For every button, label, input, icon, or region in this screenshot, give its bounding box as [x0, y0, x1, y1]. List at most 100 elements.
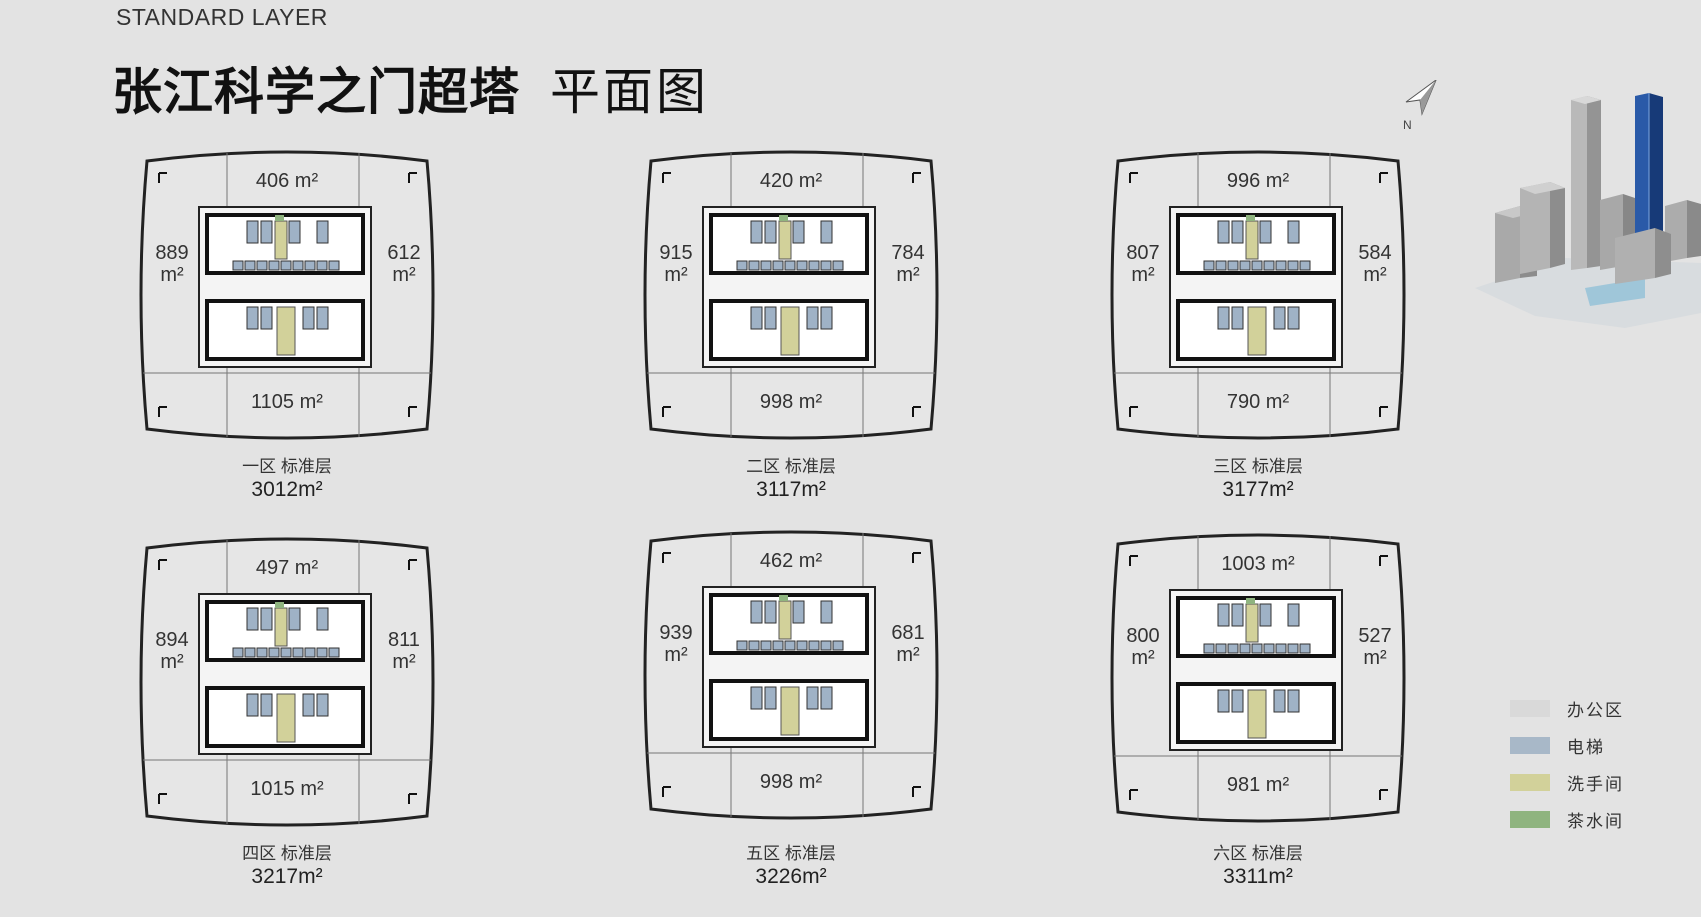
- zone-total-area: 3217m²: [251, 865, 323, 888]
- area-left-value: 915: [659, 242, 693, 264]
- area-right-unit: m²: [1363, 264, 1387, 286]
- area-top: 1003 m²: [1221, 553, 1295, 575]
- zone-total-area: 3177m²: [1222, 478, 1294, 501]
- elevator: [832, 260, 844, 271]
- elevator: [1217, 306, 1230, 330]
- restroom: [1245, 603, 1259, 643]
- legend-item: 洗手间: [1510, 764, 1624, 801]
- elevator: [820, 600, 833, 624]
- area-left-value: 939: [659, 622, 693, 644]
- elevator: [1287, 260, 1299, 271]
- column-mark: [158, 793, 167, 804]
- elevator: [244, 647, 256, 658]
- elevator: [1215, 260, 1227, 271]
- elevator: [268, 260, 280, 271]
- column-mark: [912, 172, 921, 183]
- elevator: [246, 607, 259, 631]
- page-title: 张江科学之门超塔平面图: [112, 52, 709, 124]
- legend-swatch: [1510, 811, 1550, 828]
- area-top: 420 m²: [759, 170, 823, 192]
- elevator: [748, 260, 760, 271]
- elevator: [292, 260, 304, 271]
- elevator: [316, 306, 329, 330]
- elevator: [246, 220, 259, 244]
- elevator: [316, 260, 328, 271]
- column-mark: [408, 793, 417, 804]
- area-right-unit: m²: [896, 264, 920, 286]
- floor-plan-drawing: [139, 150, 435, 440]
- area-right-value: 681: [891, 622, 925, 644]
- elevator: [256, 260, 268, 271]
- elevator: [244, 260, 256, 271]
- zone-total-area: 3012m²: [251, 478, 323, 501]
- elevator: [1251, 643, 1263, 654]
- column-mark: [1129, 789, 1138, 800]
- column-mark: [1129, 406, 1138, 417]
- legend-item: 电梯: [1510, 727, 1624, 764]
- area-top: 497 m²: [255, 557, 319, 579]
- floor-plan-drawing: [1110, 150, 1406, 440]
- legend-label: 茶水间: [1567, 812, 1624, 831]
- area-left-unit: m²: [160, 651, 184, 673]
- area-left-value: 894: [155, 629, 189, 651]
- area-left-unit: m²: [1131, 264, 1155, 286]
- north-label: N: [1403, 118, 1412, 132]
- elevator: [328, 647, 340, 658]
- elevator: [750, 220, 763, 244]
- area-right-unit: m²: [1363, 647, 1387, 669]
- column-mark: [912, 552, 921, 563]
- elevator: [1287, 643, 1299, 654]
- pantry: [779, 215, 788, 221]
- legend-label: 电梯: [1567, 738, 1605, 757]
- elevator: [1263, 260, 1275, 271]
- zone-label: 四区 标准层: [242, 844, 332, 863]
- elevator: [288, 220, 301, 244]
- elevator: [280, 647, 292, 658]
- elevator: [832, 640, 844, 651]
- legend-label: 洗手间: [1567, 775, 1624, 794]
- column-mark: [158, 559, 167, 570]
- elevator: [750, 686, 763, 710]
- area-right-unit: m²: [392, 264, 416, 286]
- area-top: 996 m²: [1226, 170, 1290, 192]
- column-mark: [1129, 172, 1138, 183]
- elevator: [764, 220, 777, 244]
- column-mark: [662, 172, 671, 183]
- elevator: [1231, 220, 1244, 244]
- pantry: [275, 602, 284, 608]
- elevator: [260, 607, 273, 631]
- column-mark: [1379, 555, 1388, 566]
- column-mark: [158, 172, 167, 183]
- elevator: [316, 607, 329, 631]
- building-massing-illustration: [1475, 88, 1701, 328]
- elevator: [260, 306, 273, 330]
- column-mark: [1379, 789, 1388, 800]
- floor-plan-drawing: [643, 150, 939, 440]
- elevator: [760, 640, 772, 651]
- elevator: [1227, 260, 1239, 271]
- elevator: [232, 647, 244, 658]
- elevator: [304, 647, 316, 658]
- zone-label: 五区 标准层: [746, 844, 836, 863]
- area-bottom: 981 m²: [1226, 774, 1290, 796]
- elevator: [750, 306, 763, 330]
- elevator: [1239, 643, 1251, 654]
- area-left-value: 889: [155, 242, 189, 264]
- floor-plan-drawing: [139, 537, 435, 827]
- subtitle: STANDARD LAYER: [116, 4, 328, 30]
- elevator: [820, 686, 833, 710]
- pantry: [1246, 598, 1255, 604]
- column-mark: [912, 406, 921, 417]
- elevator: [792, 600, 805, 624]
- elevator: [806, 306, 819, 330]
- elevator: [256, 647, 268, 658]
- zone-label: 六区 标准层: [1213, 844, 1303, 863]
- elevator: [820, 260, 832, 271]
- elevator: [316, 647, 328, 658]
- elevator: [246, 306, 259, 330]
